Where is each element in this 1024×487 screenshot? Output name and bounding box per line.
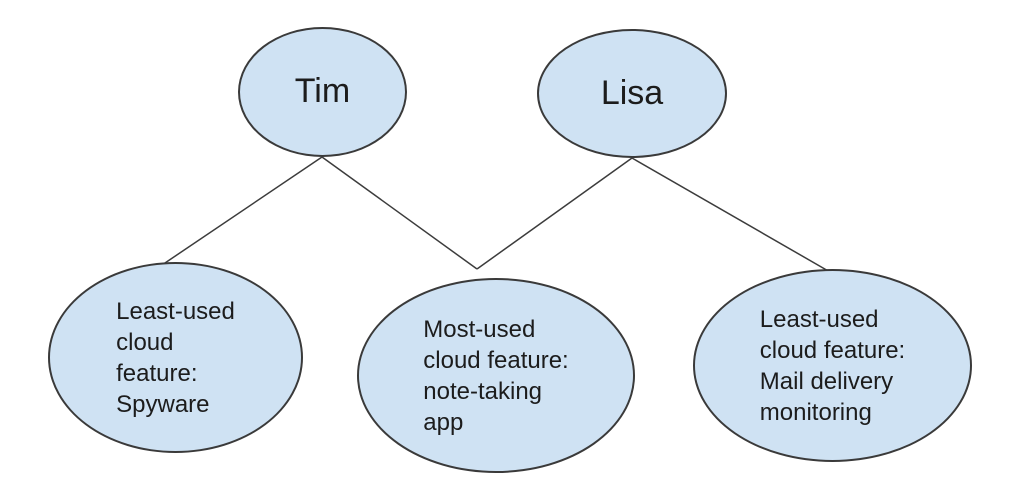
node-least-used-mail-monitoring: Least-used cloud feature: Mail delivery …	[693, 269, 972, 462]
node-least-used-spyware: Least-used cloud feature: Spyware	[48, 262, 303, 453]
node-tim: Tim	[238, 27, 407, 157]
edge-lisa-mail	[631, 157, 831, 273]
node-least-used-mail-monitoring-label: Least-used cloud feature: Mail delivery …	[759, 305, 906, 426]
edge-tim-notetaking	[321, 156, 478, 270]
node-most-used-note-taking-label: Most-used cloud feature: note-taking app	[423, 315, 569, 436]
node-lisa: Lisa	[537, 29, 727, 158]
node-tim-label: Tim	[294, 72, 351, 111]
node-lisa-label: Lisa	[600, 73, 664, 112]
node-most-used-note-taking: Most-used cloud feature: note-taking app	[357, 278, 635, 473]
edge-tim-spyware	[161, 156, 323, 266]
edge-lisa-notetaking	[476, 157, 633, 270]
node-least-used-spyware-label: Least-used cloud feature: Spyware	[116, 297, 235, 418]
